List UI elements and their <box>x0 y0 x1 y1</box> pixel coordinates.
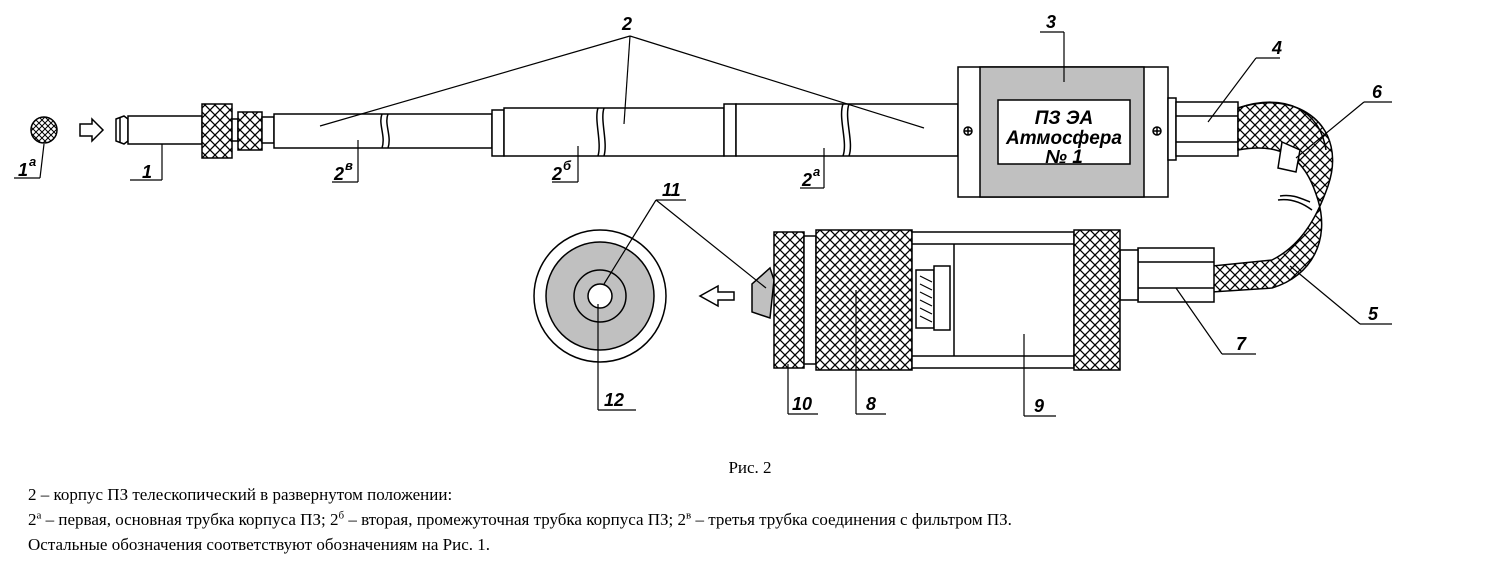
label-3: 3 <box>1046 12 1056 32</box>
label-1: 1 <box>142 162 152 182</box>
housing-3 <box>957 66 1169 198</box>
nut-4 <box>1167 97 1239 161</box>
label-4: 4 <box>1271 38 1282 58</box>
figure-title: Рис. 2 <box>728 458 772 477</box>
end-view-12 <box>533 229 667 363</box>
label-1a-sup: а <box>29 154 36 169</box>
label-5: 5 <box>1368 304 1379 324</box>
label-2b-sup: б <box>563 158 572 173</box>
label-10: 10 <box>792 394 812 414</box>
label-11: 11 <box>662 180 681 200</box>
cartridge <box>751 229 1121 371</box>
label-6: 6 <box>1372 82 1383 102</box>
housing-text-line2: Атмосфера <box>1005 128 1122 149</box>
housing-text-line3: № 1 <box>1045 147 1083 168</box>
leader-lines <box>14 31 1392 417</box>
arrow-left-icon <box>698 284 735 308</box>
label-8: 8 <box>866 394 876 414</box>
nozzle-1 <box>115 103 275 159</box>
tube-2b <box>503 103 737 157</box>
tube-2v <box>273 109 505 157</box>
caption-line-2: 2а – первая, основная трубка корпуса ПЗ;… <box>28 509 1012 529</box>
label-2b: 2 <box>551 164 562 184</box>
label-2a-sup: а <box>813 164 820 179</box>
arrow-right-icon <box>79 117 105 143</box>
nut-7 <box>1119 247 1215 303</box>
filter-disk-1a <box>30 116 58 144</box>
caption-line-1: 2 – корпус ПЗ телескопический в разверну… <box>28 485 453 504</box>
label-9: 9 <box>1034 396 1044 416</box>
label-1a: 1 <box>18 160 28 180</box>
caption-line-3: Остальные обозначения соответствуют обоз… <box>28 535 491 554</box>
tube-2a <box>735 103 959 157</box>
housing-text-line1: ПЗ ЭА <box>1035 108 1094 129</box>
label-12: 12 <box>604 390 624 410</box>
label-2v-sup: в <box>345 158 353 173</box>
filter-probe-diagram: ПЗ ЭА Атмосфера № 1 1 а 1 2 2 в 2 б 2 а … <box>14 12 1392 417</box>
label-2: 2 <box>621 14 632 34</box>
caption: Рис. 2 2 – корпус ПЗ телескопический в р… <box>0 458 1500 557</box>
label-7: 7 <box>1236 334 1247 354</box>
label-2v: 2 <box>333 164 344 184</box>
label-2a: 2 <box>801 170 812 190</box>
